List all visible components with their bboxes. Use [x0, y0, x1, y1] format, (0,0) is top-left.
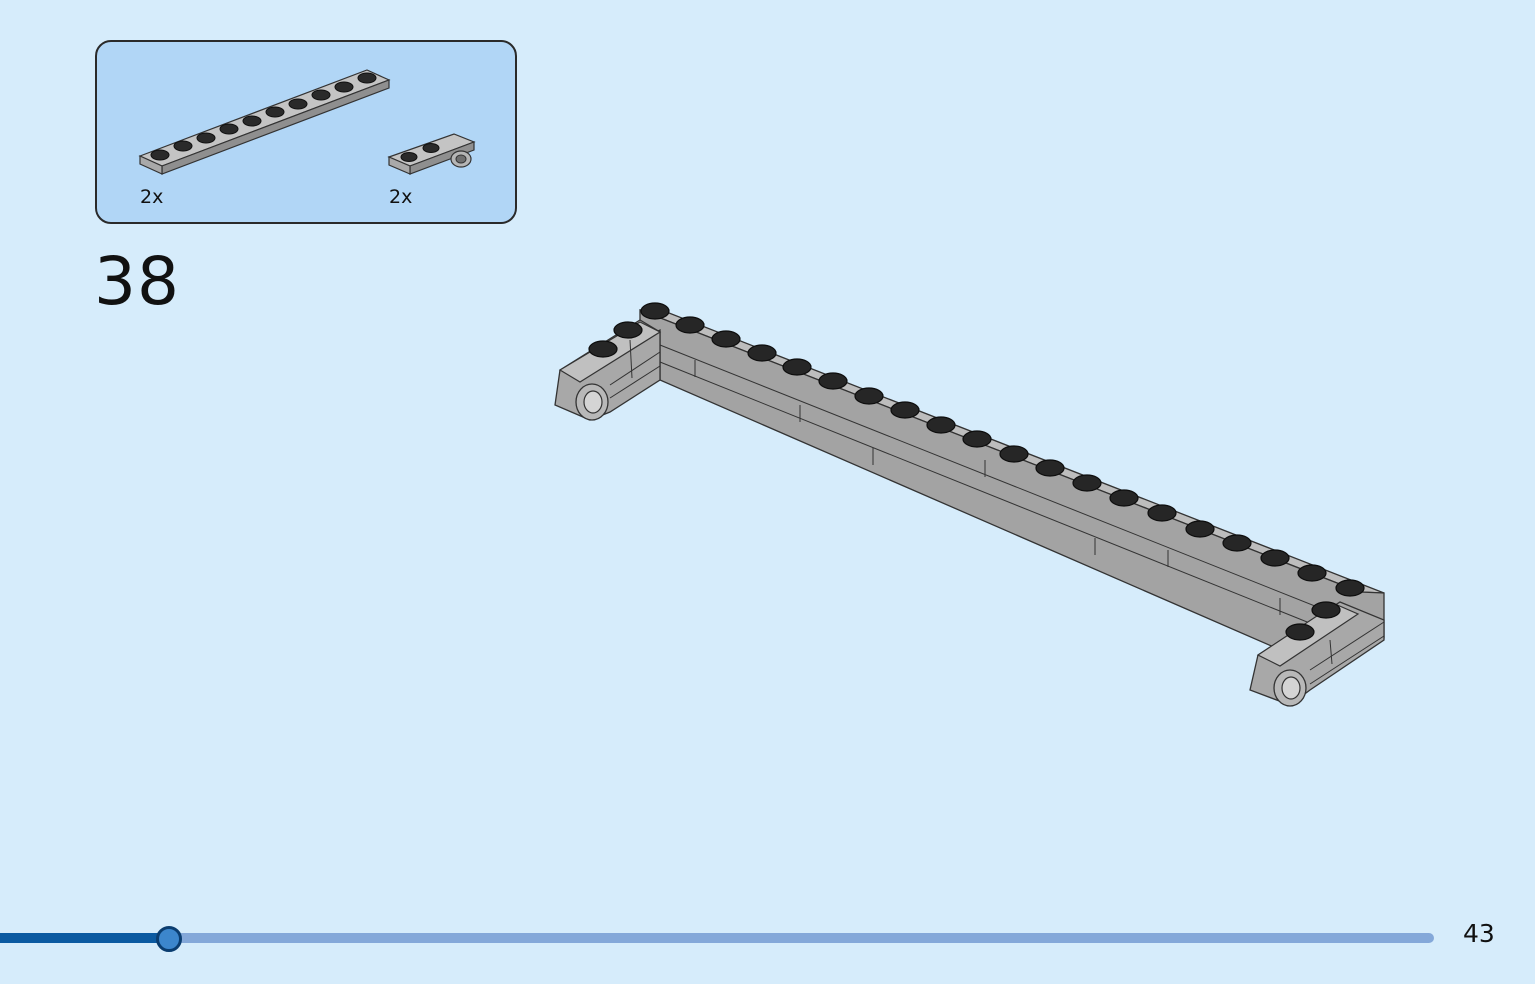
progress-fill	[0, 933, 169, 943]
left-end-plate	[554, 319, 662, 421]
plate-with-hole-icon	[387, 133, 476, 175]
step-number: 38	[94, 243, 180, 320]
part-quantity-2: 2x	[389, 186, 413, 208]
beam-front-face	[639, 309, 1385, 669]
progress-knob	[156, 926, 182, 952]
beam-studs	[588, 302, 1365, 641]
page-number: 43	[1463, 919, 1495, 948]
parts-callout: 2x 2x	[95, 40, 517, 224]
part-quantity-1: 2x	[140, 186, 164, 208]
progress-track	[0, 933, 1434, 943]
parts-illustration	[138, 69, 476, 175]
plate-1x10-icon	[138, 69, 391, 175]
